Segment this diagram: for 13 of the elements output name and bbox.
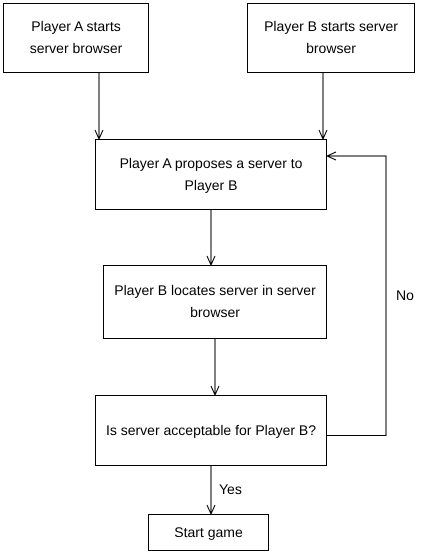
arrow — [94, 72, 104, 140]
process-box: Player B starts server browser — [247, 3, 415, 73]
process-box: Player B locates server in server browser — [103, 265, 327, 339]
arrow — [326, 152, 386, 436]
arrow — [210, 338, 220, 396]
arrow — [206, 466, 216, 514]
edge-label: Yes — [217, 481, 244, 497]
process-box: Start game — [148, 514, 269, 551]
process-box: Player A proposes a server to Player B — [95, 139, 327, 210]
decision-box: Is server acceptable for Player B? — [95, 395, 327, 466]
arrow — [318, 72, 328, 140]
arrow — [206, 210, 216, 266]
process-box: Player A starts server browser — [3, 3, 149, 73]
